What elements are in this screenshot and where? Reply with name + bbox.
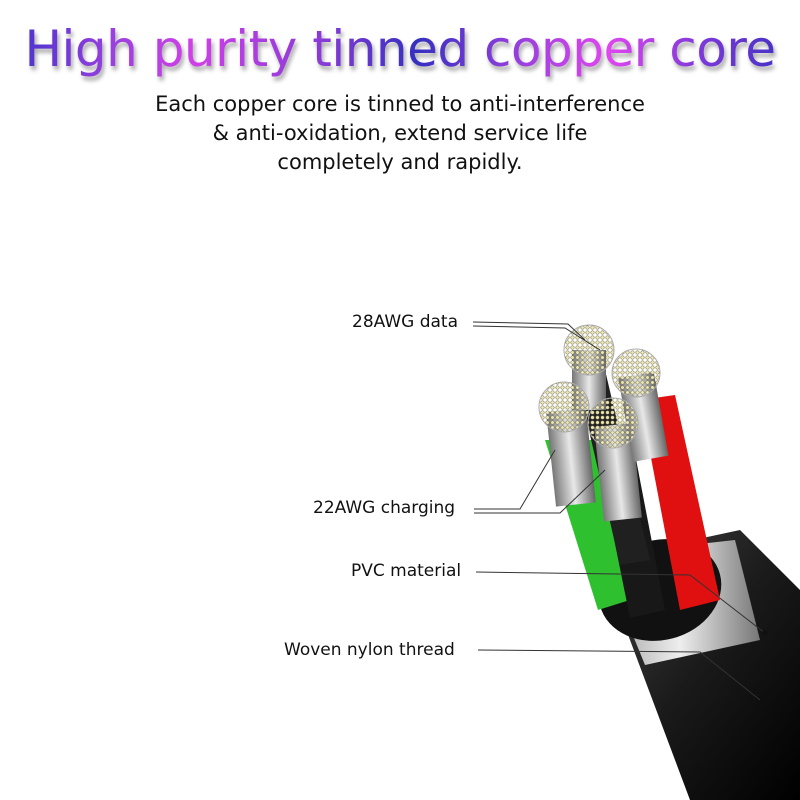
description-line-2: & anti-oxidation, extend service life xyxy=(212,121,588,145)
description: Each copper core is tinned to anti-inter… xyxy=(0,90,800,177)
label-22awg-charging: 22AWG charging xyxy=(313,498,456,518)
label-woven-nylon: Woven nylon thread xyxy=(284,640,455,660)
callout-line-charging xyxy=(474,449,606,514)
headline: High purity tinned copper core xyxy=(0,18,800,80)
description-line-3: completely and rapidly. xyxy=(277,150,523,174)
callout-line-data xyxy=(472,321,601,351)
callout-line-pvc xyxy=(475,571,766,634)
description-line-1: Each copper core is tinned to anti-inter… xyxy=(155,92,645,116)
label-pvc-material: PVC material xyxy=(351,561,462,581)
callout-line-nylon xyxy=(477,649,761,701)
label-28awg-data: 28AWG data xyxy=(352,312,459,332)
